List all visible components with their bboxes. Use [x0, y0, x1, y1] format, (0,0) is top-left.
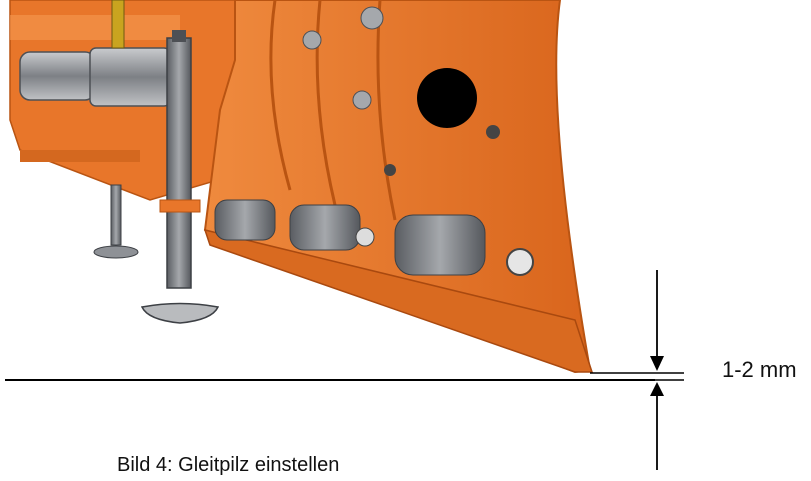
dimension-label: 1-2 mm [722, 357, 797, 382]
slide-shoe [140, 30, 220, 324]
slide-shoe-small [93, 184, 139, 259]
mounting-hole [417, 68, 477, 128]
figure-caption: Bild 4: Gleitpilz einstellen [117, 454, 340, 476]
spring-assemblies [214, 199, 534, 276]
dimension-arrows [650, 270, 664, 470]
hydraulic-cylinder [19, 0, 171, 107]
plow-blade [203, 0, 594, 374]
